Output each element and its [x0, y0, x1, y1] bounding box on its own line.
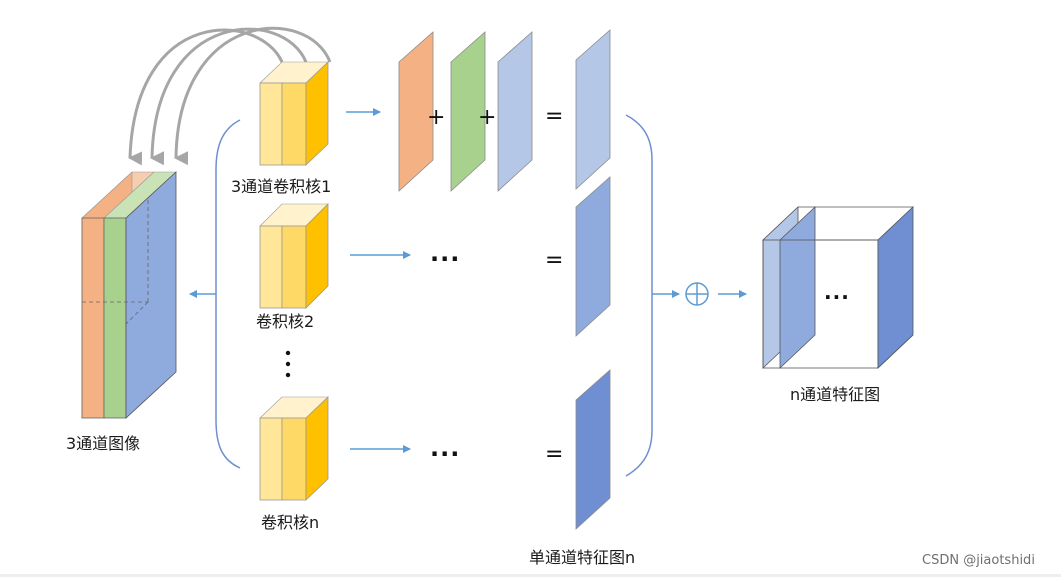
kernel-1-label: 3通道卷积核1 [231, 177, 331, 196]
per-channel-map-orange [398, 31, 434, 192]
bottom-divider [0, 574, 1061, 577]
input-image-3-channels: 3通道图像 [66, 171, 177, 453]
kernel-n-channel-3 [305, 396, 329, 501]
input-channel-green [103, 217, 127, 419]
vdot-1 [285, 350, 291, 356]
output-feature-map: ··· n通道特征图 [761, 206, 915, 404]
watermark: CSDN @jiaotshidi [922, 553, 1035, 568]
feature-map-1 [575, 29, 611, 190]
input-image-label: 3通道图像 [66, 434, 140, 453]
output-feature-map-label: n通道特征图 [790, 385, 880, 404]
kernel-2-channel-3 [305, 203, 329, 309]
kernel-1-channel-3 [305, 61, 329, 166]
kernel-to-input-arrows [128, 26, 332, 166]
per-channel-map-blue [497, 31, 533, 192]
single-feature-map-label: 单通道特征图n [529, 548, 635, 567]
kernel-n: 卷积核n [259, 396, 329, 532]
input-channel-blue-side [125, 171, 177, 419]
plus-sign-2: + [478, 105, 496, 130]
ellipsis-row-n: ··· [430, 440, 460, 468]
ellipsis-output: ··· [824, 285, 850, 309]
kernel-1: 3通道卷积核1 [231, 61, 331, 196]
vertical-ellipsis [285, 350, 291, 378]
kernel-2-channel-1 [259, 225, 283, 309]
gray-arrow-1 [128, 28, 284, 166]
input-channel-orange [81, 217, 105, 419]
output-bottom-edge [877, 334, 914, 369]
plus-sign-1: + [427, 105, 445, 130]
kernel-n-label: 卷积核n [261, 513, 319, 532]
kernel-2-label: 卷积核2 [256, 312, 314, 331]
gray-arrow-3 [174, 26, 332, 166]
kernel-2: 卷积核2 [256, 203, 329, 331]
per-channel-map-green [450, 31, 486, 192]
kernel-n-channel-2 [281, 417, 307, 501]
output-layer-mid [779, 206, 816, 369]
feature-map-2 [575, 176, 611, 337]
right-bracket [625, 114, 653, 477]
vdot-3 [285, 372, 291, 378]
sum-symbol [685, 282, 709, 306]
kernel-2-channel-2 [281, 225, 307, 309]
output-layer-dark [877, 206, 914, 369]
kernel-1-channel-1 [259, 82, 283, 166]
kernel-n-channel-1 [259, 417, 283, 501]
vdot-2 [285, 361, 291, 367]
gray-arrow-2 [150, 27, 308, 166]
input-hidden-edges [82, 200, 149, 325]
equals-sign-1: = [545, 104, 563, 129]
equals-sign-2: = [545, 248, 563, 273]
ellipsis-row-2: ··· [430, 245, 460, 273]
equals-sign-n: = [545, 442, 563, 467]
left-bracket [215, 119, 241, 469]
feature-map-n [575, 369, 611, 530]
kernel-1-channel-2 [281, 82, 307, 166]
